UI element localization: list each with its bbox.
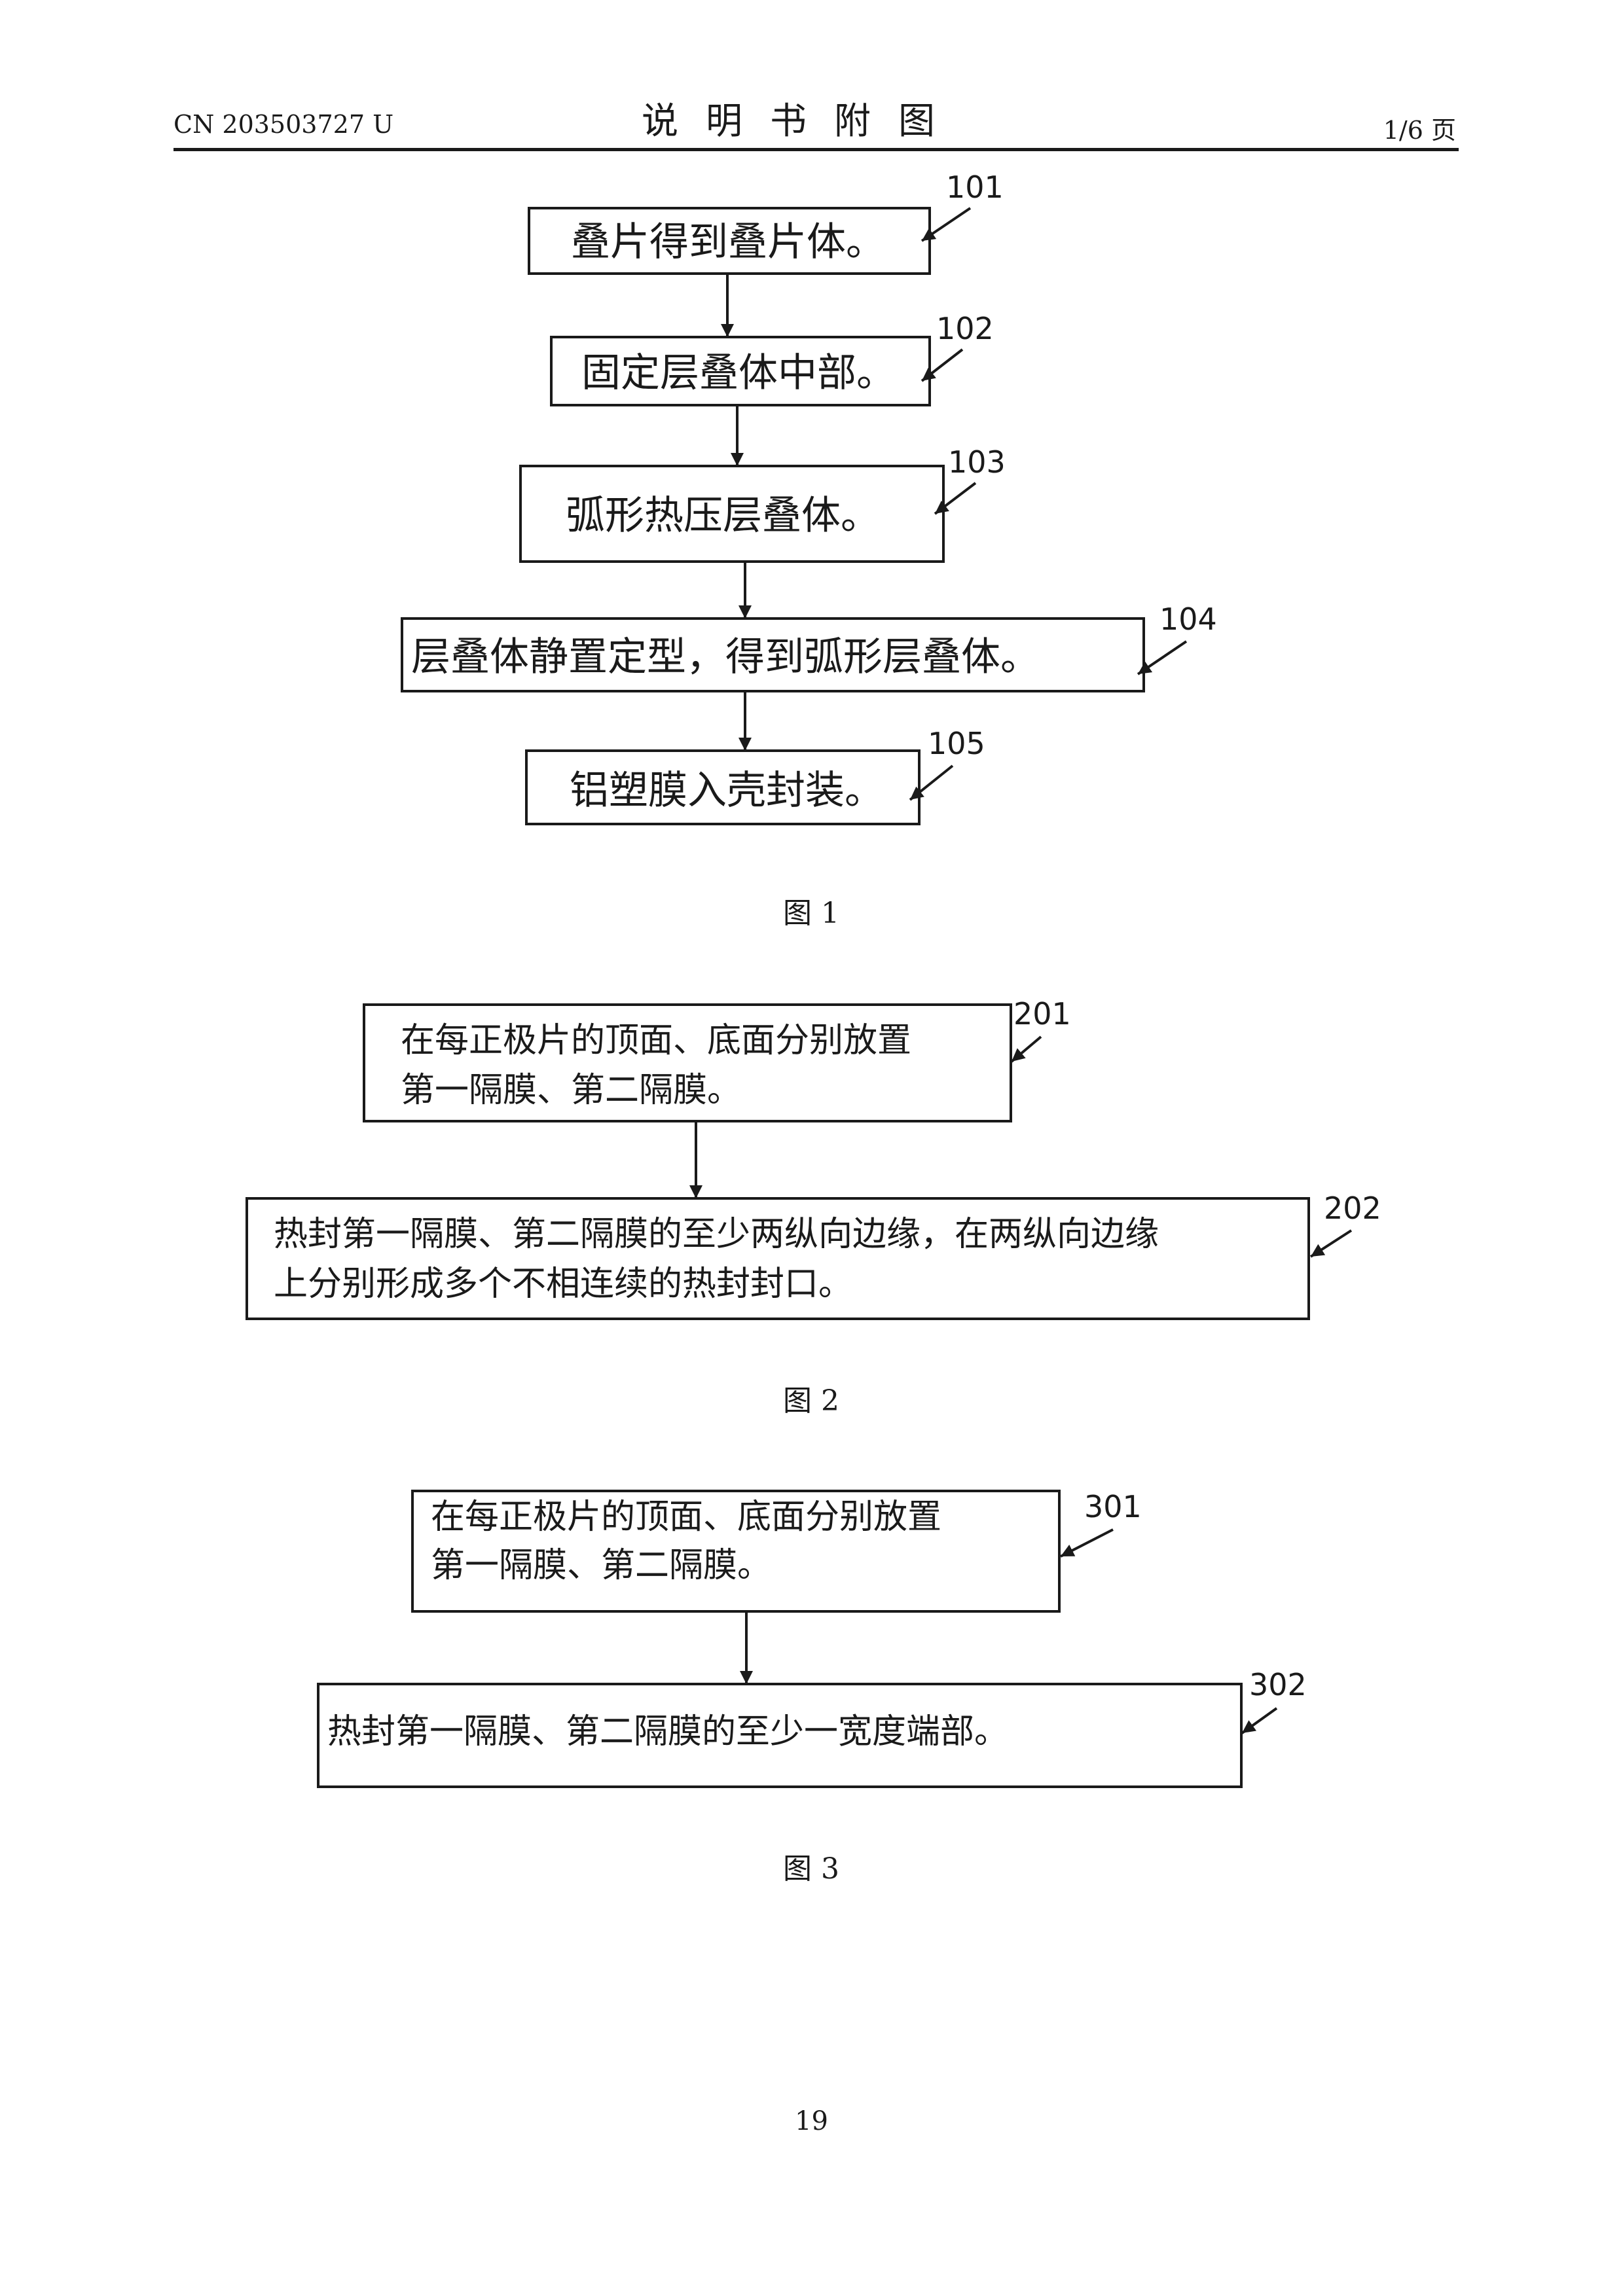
reference-leader-arrow — [1010, 1035, 1042, 1063]
flow-step-text: 固定层叠体中部。 — [581, 350, 896, 396]
flow-step-box-302 — [317, 1683, 1243, 1788]
flow-step-text: 弧形热压层叠体。 — [566, 493, 880, 539]
figure-caption: 图 3 — [783, 1852, 839, 1886]
step-reference-number: 201 — [1013, 996, 1071, 1031]
reference-leader-arrow — [921, 207, 972, 242]
page-number: 19 — [795, 2106, 828, 2136]
reference-leader-arrow — [1137, 640, 1188, 675]
reference-leader-arrow — [1241, 1707, 1278, 1734]
section-title: 说明书附图 — [642, 100, 962, 143]
reference-leader-arrow — [909, 764, 954, 801]
flow-step-box-201 — [363, 1003, 1012, 1122]
step-reference-number: 301 — [1084, 1489, 1142, 1524]
flow-step-box-103 — [519, 465, 945, 563]
reference-leader-arrow — [1060, 1528, 1114, 1558]
flow-step-text: 叠片得到叠片体。 — [571, 219, 885, 265]
flow-step-text: 层叠体静置定型，得到弧形层叠体。 — [411, 634, 1040, 680]
step-reference-number: 105 — [928, 726, 985, 761]
flow-step-box-104 — [401, 617, 1145, 692]
figure-caption: 图 2 — [783, 1384, 839, 1418]
flow-step-text: 第一隔膜、第二隔膜。 — [401, 1071, 741, 1110]
reference-leader-arrow — [921, 348, 964, 382]
step-reference-number: 101 — [946, 170, 1004, 205]
header-rule — [173, 148, 1459, 151]
flow-step-text: 热封第一隔膜、第二隔膜的至少两纵向边缘，在两纵向边缘 — [274, 1215, 1159, 1254]
page-indicator: 1/6 页 — [1383, 116, 1456, 145]
step-reference-number: 202 — [1324, 1191, 1381, 1226]
flow-step-text: 上分别形成多个不相连续的热封封口。 — [274, 1265, 852, 1304]
flow-step-box-301 — [411, 1490, 1061, 1613]
step-reference-number: 103 — [948, 444, 1006, 480]
step-reference-number: 302 — [1249, 1667, 1307, 1702]
flow-step-text: 第一隔膜、第二隔膜。 — [431, 1546, 771, 1585]
publication-number: CN 203503727 U — [173, 110, 394, 139]
reference-leader-arrow — [1309, 1229, 1353, 1258]
flow-step-text: 铝塑膜入壳封装。 — [570, 768, 884, 814]
step-reference-number: 104 — [1159, 601, 1217, 637]
flow-step-text: 热封第一隔膜、第二隔膜的至少一宽度端部。 — [327, 1712, 1008, 1751]
flow-step-box-105 — [525, 749, 921, 825]
flow-step-text: 在每正极片的顶面、底面分别放置 — [401, 1021, 911, 1060]
step-reference-number: 102 — [936, 311, 994, 346]
flow-step-box-202 — [246, 1197, 1310, 1320]
flow-step-text: 在每正极片的顶面、底面分别放置 — [431, 1498, 941, 1537]
flow-step-box-101 — [528, 207, 931, 275]
figure-caption: 图 1 — [783, 897, 839, 930]
reference-leader-arrow — [934, 482, 977, 515]
